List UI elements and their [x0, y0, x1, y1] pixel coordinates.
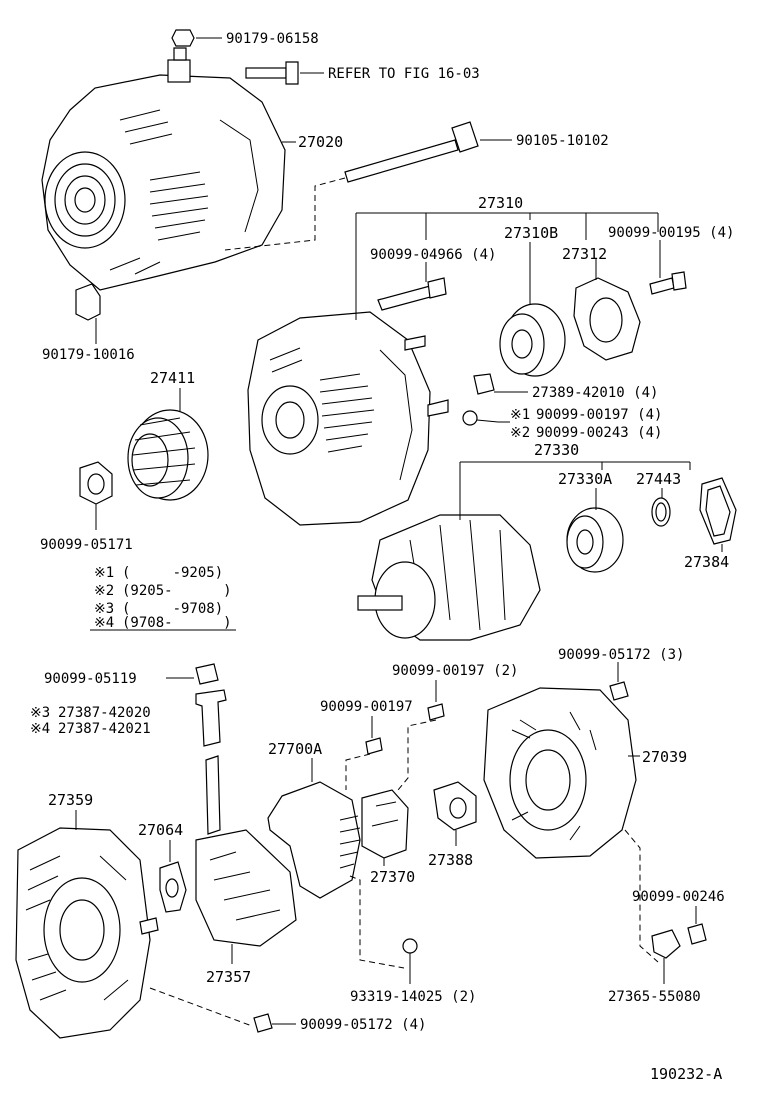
- frame-screw-part: [462, 410, 510, 426]
- terminal-insulator-cover-part: [433, 781, 477, 846]
- label-insulator: 27389-42010 (4): [532, 385, 658, 401]
- through-bolt-part: [224, 121, 512, 251]
- label-brush-holder: 27370: [370, 868, 415, 886]
- rotor-bearing-part: [566, 488, 624, 573]
- label-screw-retainer: 90099-00195 (4): [608, 225, 734, 241]
- legend-text-3: ( -9708): [122, 601, 223, 617]
- regulator-part: [267, 758, 405, 969]
- label-bearing-front: 27310B: [504, 224, 558, 242]
- spacer-nut-part: [75, 283, 101, 344]
- label-terminal-insulator: 27388: [428, 851, 473, 869]
- bolt-refer-part: [245, 61, 324, 85]
- label-rotor: 27330: [534, 441, 579, 459]
- label-terminal: 93319-14025 (2): [350, 989, 476, 1005]
- label-screw-reg: 90099-00197: [320, 699, 413, 715]
- label-bolt-plug: 90099-00246: [632, 889, 725, 905]
- mark-1: ※1: [510, 407, 530, 423]
- stud-bolt-part: [377, 262, 447, 311]
- label-nut-cap: 90099-05119: [44, 671, 137, 687]
- insulator-part: [473, 373, 528, 395]
- legend-text-2: (9205- ): [122, 583, 232, 599]
- plug-bolt-part: [687, 906, 707, 945]
- label-frame-assy: 27310: [478, 194, 523, 212]
- legend-mark-2: ※2: [94, 583, 114, 599]
- label-plug-assy: 27365-55080: [608, 989, 701, 1005]
- plug-assy-part: [651, 929, 681, 984]
- top-bolt-part: [171, 29, 222, 47]
- label-nut-cover: 90099-05172 (3): [558, 647, 684, 663]
- cap-nut-part: [166, 663, 219, 685]
- plate-part: [159, 840, 187, 913]
- label-alternator: 27020: [298, 133, 343, 151]
- alternator-assembly-drawing: [41, 47, 286, 291]
- figure-id: 190232-A: [650, 1065, 722, 1083]
- frame-assembly-drawing: [247, 213, 449, 526]
- drive-end-frame-drawing: [15, 810, 253, 1039]
- legend-mark-4: ※4: [94, 615, 114, 631]
- label-through-bolt: 90105-10102: [516, 133, 609, 149]
- regulator-screw-part: [345, 716, 383, 790]
- label-screw-reg-2: 90099-00197 (2): [392, 663, 518, 679]
- label-cover-ring: 27443: [636, 470, 681, 488]
- retainer-plate-part: [573, 258, 641, 361]
- terminal-part: [402, 938, 418, 984]
- cover-nut-part: [609, 662, 629, 701]
- pulley-part: [127, 388, 209, 501]
- legend: ※1 ( -9205) ※2 (9205- ) ※3 ( -9708) ※4 (…: [94, 565, 232, 631]
- label-drive-end-frame: 27359: [48, 791, 93, 809]
- label-bolt-top: 90179-06158: [226, 31, 319, 47]
- plate-ring-part: [699, 477, 737, 552]
- rectifier-part: [195, 755, 297, 964]
- label-nut-frame: 90099-05172 (4): [300, 1017, 426, 1033]
- label-plate-ring: 27384: [684, 553, 729, 571]
- label-screw-m2: 90099-00243 (4): [536, 425, 662, 441]
- mark-4: ※4: [30, 721, 50, 737]
- regulator-screw-pair-part: [397, 680, 445, 791]
- front-bearing-part: [499, 242, 566, 377]
- cover-ring-part: [651, 488, 671, 527]
- label-pulley: 27411: [150, 369, 195, 387]
- terminal-insulator-part: [195, 689, 227, 747]
- brush-holder-part: [361, 789, 409, 866]
- label-rear-cover: 27039: [642, 748, 687, 766]
- label-refer: REFER TO FIG 16-03: [328, 66, 480, 82]
- legend-text-1: ( -9205): [122, 565, 223, 581]
- label-insulator-m4: 27387-42021: [58, 721, 151, 737]
- label-insulator-m3: 27387-42020: [58, 705, 151, 721]
- label-rectifier: 27357: [206, 968, 251, 986]
- frame-nut-part: [253, 1013, 296, 1033]
- label-nut-spacer: 90179-10016: [42, 347, 135, 363]
- retainer-screw-part: [649, 240, 687, 295]
- label-stud-bolt: 90099-04966 (4): [370, 247, 496, 263]
- label-pulley-nut: 90099-05171: [40, 537, 133, 553]
- legend-text-4: (9708- ): [122, 615, 232, 631]
- frame-bracket-lines: [356, 212, 659, 240]
- label-plate: 27064: [138, 821, 183, 839]
- legend-mark-3: ※3: [94, 601, 114, 617]
- legend-mark-1: ※1: [94, 565, 114, 581]
- mark-2: ※2: [510, 425, 530, 441]
- label-retainer: 27312: [562, 245, 607, 263]
- mark-3: ※3: [30, 705, 50, 721]
- pulley-nut-part: [79, 461, 113, 530]
- label-bearing-rotor: 27330A: [558, 470, 612, 488]
- rear-cover-drawing: [483, 687, 659, 963]
- label-regulator: 27700A: [268, 740, 322, 758]
- rotor-drawing: [357, 461, 691, 641]
- label-screw-m1: 90099-00197 (4): [536, 407, 662, 423]
